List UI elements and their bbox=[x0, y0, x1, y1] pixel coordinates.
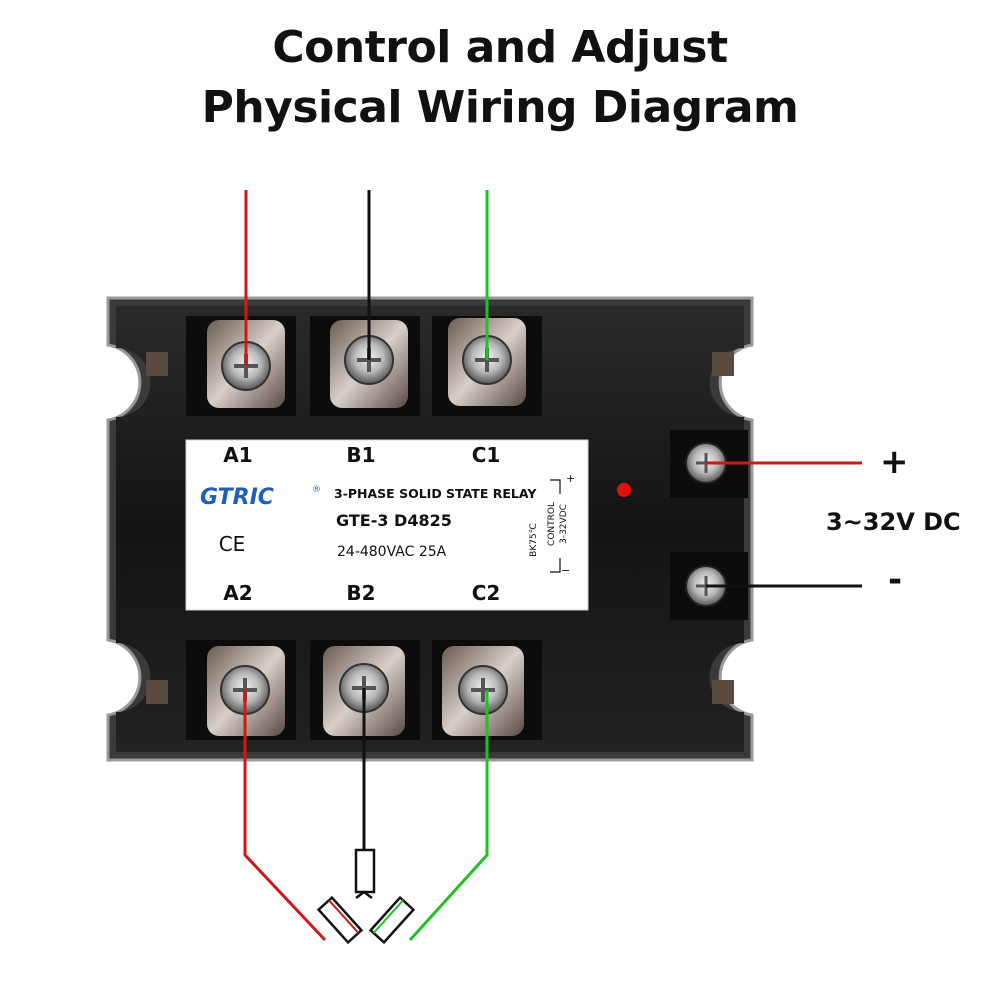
model-number-text: GTE-3 D4825 bbox=[336, 511, 452, 530]
load-star-junction bbox=[355, 890, 373, 899]
temperature-text: BK75℃ bbox=[529, 523, 539, 557]
label-c1: C1 bbox=[472, 443, 501, 467]
load-resistor-c bbox=[368, 895, 416, 945]
control-minus-label: - bbox=[888, 560, 903, 600]
control-range-text: 3-32VDC bbox=[559, 504, 569, 544]
control-voltage-label: 3~32V DC bbox=[826, 508, 961, 536]
terminal-c2-screw bbox=[442, 646, 524, 736]
status-led bbox=[617, 483, 631, 497]
control-minus-mark: − bbox=[561, 564, 570, 577]
brand-logo: GTRIC bbox=[200, 485, 274, 510]
load-resistor-b bbox=[354, 848, 376, 894]
wire-phase-a-output bbox=[243, 690, 327, 942]
rating-text: 24-480VAC 25A bbox=[337, 544, 447, 560]
control-label-text: CONTROL bbox=[547, 502, 557, 546]
control-plus-label: + bbox=[880, 442, 909, 482]
label-b2: B2 bbox=[346, 581, 375, 605]
label-c2: C2 bbox=[472, 581, 501, 605]
mount-slot-top-right bbox=[712, 352, 734, 376]
diagram-title-line-1: Control and Adjust bbox=[272, 22, 728, 73]
control-plus-mark: + bbox=[566, 472, 575, 485]
label-b1: B1 bbox=[346, 443, 375, 467]
ce-mark: CE bbox=[219, 532, 246, 556]
diagram-title-line-2: Physical Wiring Diagram bbox=[201, 82, 799, 133]
label-a2: A2 bbox=[223, 581, 252, 605]
mount-slot-top-left bbox=[146, 352, 168, 376]
mount-slot-bottom-left bbox=[146, 680, 168, 704]
relay-label-sticker bbox=[185, 439, 589, 611]
product-type-text: 3-PHASE SOLID STATE RELAY bbox=[334, 486, 537, 501]
load-resistor-a bbox=[316, 895, 364, 945]
label-a1: A1 bbox=[223, 443, 252, 467]
wire-phase-c-output bbox=[408, 690, 489, 942]
control-bracket bbox=[550, 479, 561, 573]
mount-slot-bottom-right bbox=[712, 680, 734, 704]
brand-registered-mark: ® bbox=[312, 485, 321, 495]
